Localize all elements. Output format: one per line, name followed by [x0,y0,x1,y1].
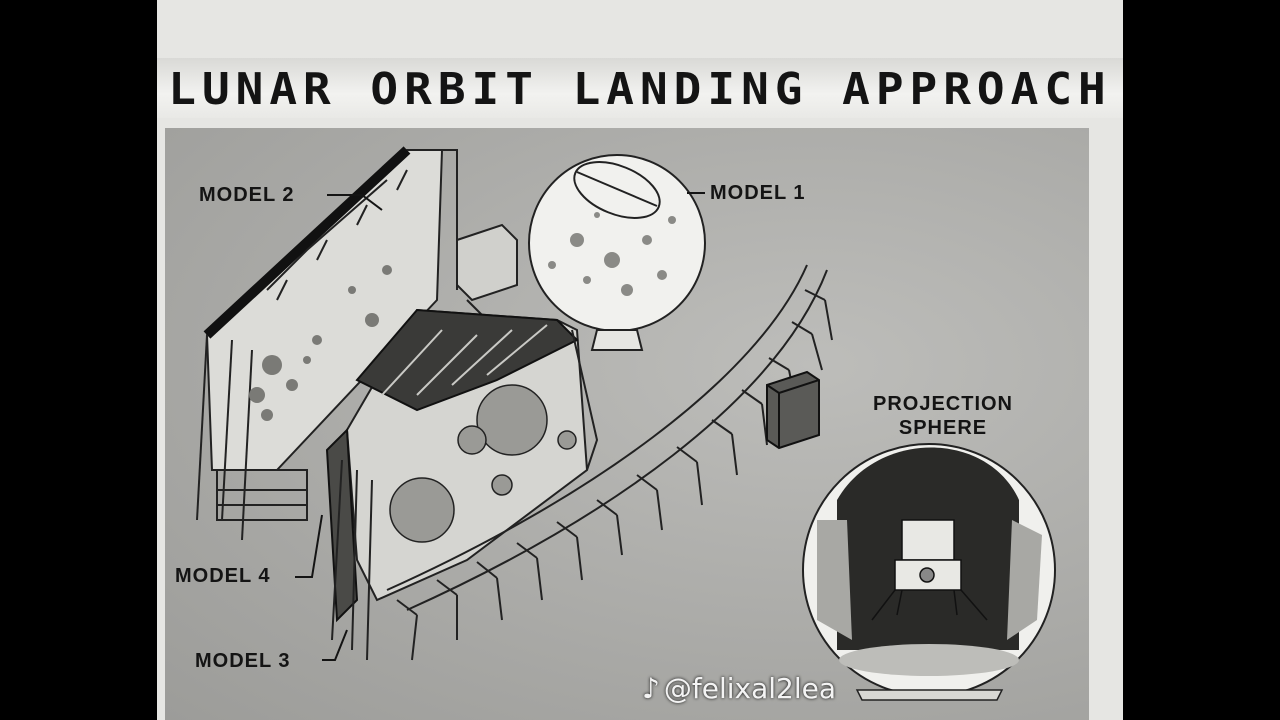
label-sphere: SPHERE [861,416,1025,440]
label-model-3: MODEL 3 [195,650,291,673]
label-model-4: MODEL 4 [175,565,271,588]
projection-sphere [803,444,1055,700]
label-projection: PROJECTION [861,392,1025,416]
lunar-simulator-illustration [157,0,1123,720]
label-model-2: MODEL 2 [199,184,295,207]
watermark: ♪ @felixal2lea [642,672,836,705]
camera-housing [457,225,517,320]
tiktok-icon: ♪ [642,672,660,705]
control-box [767,372,819,448]
watermark-handle: @felixal2lea [664,672,836,705]
photo-print: LUNAR ORBIT LANDING APPROACH [157,0,1123,720]
label-model-1: MODEL 1 [710,182,806,205]
label-projection-sphere: PROJECTION SPHERE [861,392,1025,440]
